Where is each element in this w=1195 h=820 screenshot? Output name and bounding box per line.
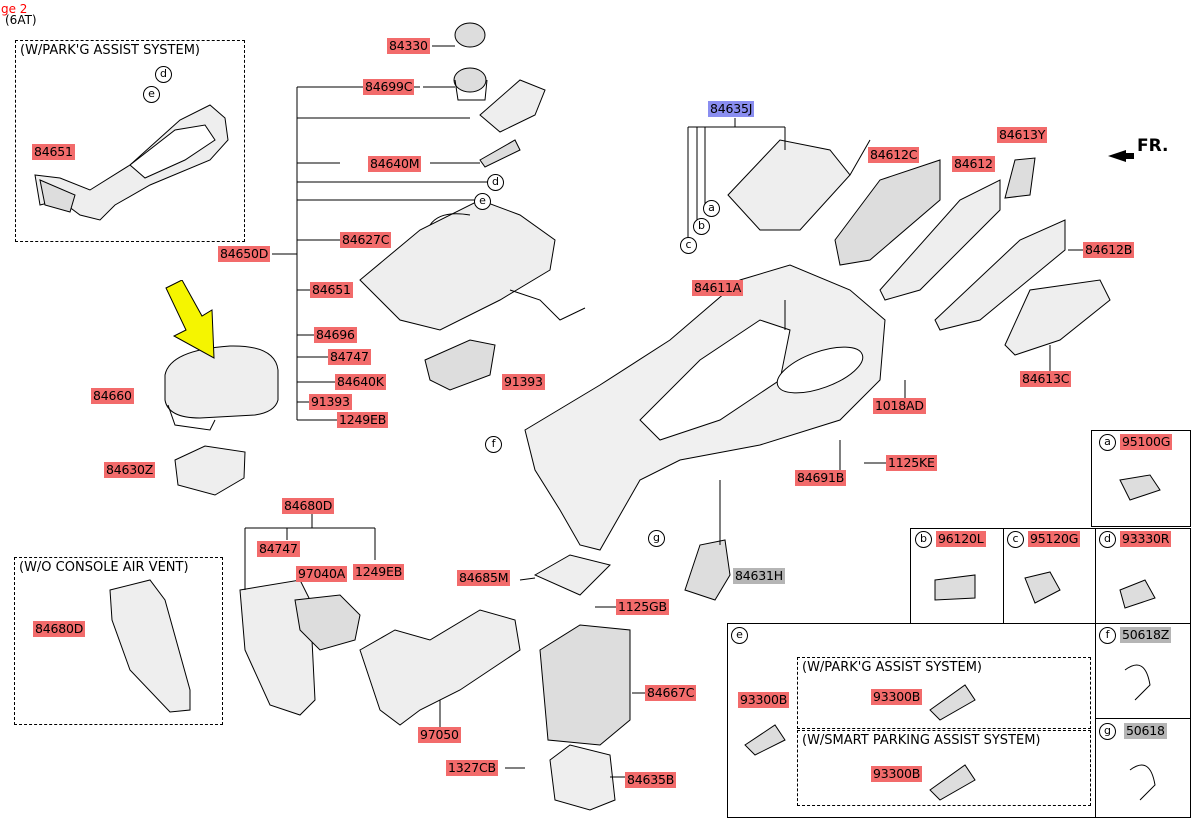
- part-label[interactable]: 91393: [309, 394, 352, 410]
- callout-g: g: [1099, 723, 1116, 740]
- part-label[interactable]: 84612B: [1083, 242, 1135, 258]
- part-label[interactable]: 96120L: [936, 531, 986, 547]
- highlight-arrow-icon: [165, 280, 215, 359]
- storage-tray: [174, 445, 246, 496]
- part-label[interactable]: 93330R: [1120, 531, 1172, 547]
- front-arrow-icon: [1108, 150, 1134, 162]
- part-label[interactable]: 84627C: [340, 232, 392, 248]
- part-label[interactable]: 84699C: [363, 79, 415, 95]
- callout-d: d: [487, 174, 504, 191]
- part-label[interactable]: 84631H: [733, 568, 785, 584]
- part-label[interactable]: 1018AD: [873, 398, 926, 414]
- callout-b: b: [693, 218, 710, 235]
- front-marker: FR.: [1137, 136, 1169, 156]
- part-label[interactable]: 84330: [387, 38, 430, 54]
- upper-console-park-assist: [34, 104, 229, 221]
- part-label[interactable]: 84635B: [625, 772, 677, 788]
- part-label[interactable]: 84651: [310, 282, 353, 298]
- callout-f: f: [1099, 627, 1116, 644]
- callout-a: a: [703, 200, 720, 217]
- part-label[interactable]: 84612C: [868, 147, 920, 163]
- part-label[interactable]: 84635J: [708, 101, 755, 117]
- no-air-vent-title: (W/O CONSOLE AIR VENT): [19, 560, 189, 575]
- part-label[interactable]: 84640K: [335, 374, 386, 390]
- part-label[interactable]: 84630Z: [104, 462, 156, 478]
- part-label[interactable]: 97040A: [296, 566, 348, 582]
- part-label[interactable]: 50618: [1124, 723, 1167, 739]
- part-label[interactable]: 84612: [952, 156, 995, 172]
- part-label[interactable]: 84660: [91, 388, 134, 404]
- main-console-body: [524, 264, 886, 551]
- part-label[interactable]: 93300B: [871, 689, 923, 705]
- part-label[interactable]: 84696: [314, 327, 357, 343]
- callout-c: c: [1007, 531, 1024, 548]
- part-label[interactable]: 84611A: [692, 280, 744, 296]
- transmission-label: (6AT): [5, 13, 37, 27]
- part-label[interactable]: 84613C: [1020, 371, 1072, 387]
- part-label[interactable]: 91393: [502, 374, 545, 390]
- callout-g: g: [648, 530, 665, 547]
- callout-a: a: [1099, 434, 1116, 451]
- park-assist-title: (W/PARK'G ASSIST SYSTEM): [20, 43, 200, 58]
- page-label: page 2: [0, 2, 28, 16]
- part-label[interactable]: 93300B: [738, 692, 790, 708]
- e-smart-park-box: [797, 730, 1091, 806]
- part-label[interactable]: 84747: [257, 541, 300, 557]
- part-label[interactable]: 95100G: [1120, 434, 1173, 450]
- callout-f: f: [485, 436, 502, 453]
- e-park-assist-box: [797, 657, 1091, 729]
- callout-e: e: [731, 627, 748, 644]
- callout-e: e: [474, 193, 491, 210]
- no-air-vent-box: [14, 557, 223, 725]
- part-label[interactable]: 95120G: [1028, 531, 1081, 547]
- e-smart-park-title: (W/SMART PARKING ASSIST SYSTEM): [802, 733, 1041, 748]
- callout-c: c: [680, 237, 697, 254]
- part-label[interactable]: 84691B: [795, 470, 847, 486]
- part-label[interactable]: 84613Y: [997, 127, 1048, 143]
- part-label[interactable]: 84667C: [645, 685, 697, 701]
- part-label[interactable]: 84685M: [457, 570, 511, 586]
- part-label[interactable]: 84680D: [33, 621, 86, 637]
- part-label[interactable]: 84747: [328, 349, 371, 365]
- callout-d: d: [1099, 531, 1116, 548]
- callout-b: b: [915, 531, 932, 548]
- part-label[interactable]: 97050: [418, 727, 461, 743]
- part-label[interactable]: 84680D: [282, 498, 335, 514]
- e-park-assist-title: (W/PARK'G ASSIST SYSTEM): [802, 660, 982, 675]
- part-label[interactable]: 50618Z: [1120, 627, 1172, 643]
- part-label[interactable]: 84651: [32, 144, 75, 160]
- park-assist-box: [15, 40, 245, 242]
- detail-box-e: [727, 623, 1097, 818]
- part-label[interactable]: 84640M: [368, 156, 422, 172]
- part-label[interactable]: 1249EB: [353, 564, 405, 580]
- part-label[interactable]: 1125GB: [616, 599, 669, 615]
- callout-d: d: [155, 66, 172, 83]
- callout-e: e: [143, 86, 160, 103]
- part-label[interactable]: 93300B: [871, 766, 923, 782]
- part-label[interactable]: 84650D: [218, 246, 271, 262]
- part-label[interactable]: 1125KE: [886, 455, 937, 471]
- part-label[interactable]: 1327CB: [446, 760, 498, 776]
- part-label[interactable]: 1249EB: [337, 412, 389, 428]
